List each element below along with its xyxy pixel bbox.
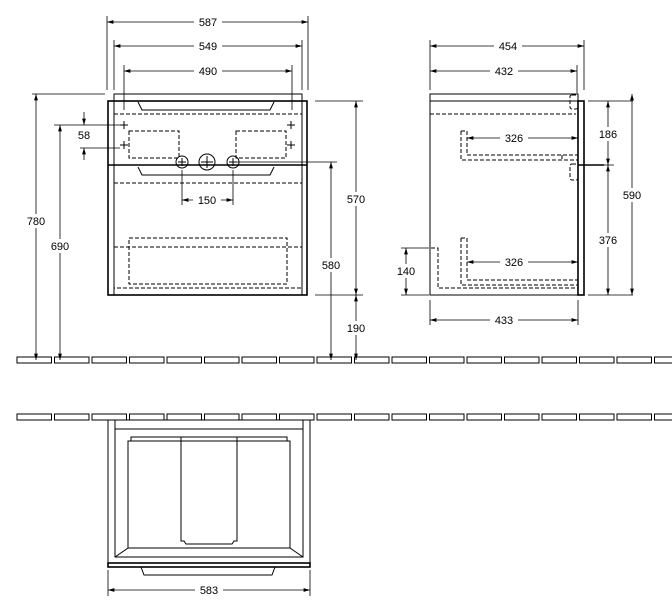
basin-top-side	[429, 93, 579, 102]
dim-454: 454	[499, 41, 517, 53]
dim-549: 549	[199, 41, 217, 53]
floor-tile	[654, 413, 672, 421]
dim-490: 490	[199, 66, 217, 78]
dim-570: 570	[347, 194, 365, 206]
mounting-holes	[120, 121, 295, 149]
handle-upper	[137, 101, 275, 111]
floor-tile	[316, 356, 352, 364]
dim-376: 376	[599, 235, 617, 247]
dim-433: 433	[495, 315, 513, 327]
floor-tile	[129, 413, 165, 421]
floor-tile	[579, 356, 615, 364]
floor-tile	[504, 356, 540, 364]
door-front	[577, 100, 585, 296]
floor-tile	[54, 413, 90, 421]
floor-tile	[16, 413, 52, 421]
dim-326-upper: 326	[505, 133, 523, 145]
floor-tile	[241, 356, 277, 364]
dim-432: 432	[495, 66, 513, 78]
floor-tile	[579, 413, 615, 421]
wall-line-plan	[16, 413, 672, 421]
dim-186: 186	[599, 129, 617, 141]
floor-tile	[541, 356, 577, 364]
dim-583: 583	[200, 585, 218, 597]
floor-tile	[654, 356, 672, 364]
plinth	[430, 247, 578, 296]
floor-tile	[16, 356, 52, 364]
dim-780: 780	[27, 216, 45, 228]
plan-view: 583	[107, 419, 311, 597]
floor-tile	[204, 413, 240, 421]
floor-tile	[354, 356, 390, 364]
floor-tile	[391, 413, 427, 421]
floor-tile	[166, 356, 202, 364]
floor-tile	[279, 413, 315, 421]
cabinet-body	[107, 100, 308, 296]
dim-580: 580	[322, 260, 340, 272]
floor-tile	[429, 356, 465, 364]
floor-tile	[466, 356, 502, 364]
handle-lower	[137, 166, 275, 176]
floor-tile	[616, 413, 652, 421]
front-view: 587 549 490 780 690 58 150 570 580 190	[22, 15, 370, 360]
floor-tile	[241, 413, 277, 421]
dim-590: 590	[623, 190, 641, 202]
floor-tile	[166, 413, 202, 421]
dim-150: 150	[198, 195, 216, 207]
dim-690: 690	[51, 241, 69, 253]
lower-drawer	[460, 237, 578, 286]
floor-tile	[129, 356, 165, 364]
basin-top	[113, 93, 303, 102]
handle-plan	[140, 566, 276, 576]
floor-tile	[616, 356, 652, 364]
floor-tile	[541, 413, 577, 421]
dim-190: 190	[347, 323, 365, 335]
floor-tile	[429, 413, 465, 421]
floor-tile	[354, 413, 390, 421]
floor-tile	[91, 413, 127, 421]
floor-tile	[466, 413, 502, 421]
dim-587: 587	[199, 17, 217, 29]
floor-tile	[204, 356, 240, 364]
dim-140: 140	[397, 266, 415, 278]
floor-tile	[391, 356, 427, 364]
floor-tile	[316, 413, 352, 421]
floor-tile	[91, 356, 127, 364]
side-view: 454 432 433 326 326 186 376 590 140	[394, 39, 646, 327]
floor-line-front	[16, 356, 672, 364]
dim-58: 58	[78, 130, 90, 142]
siphon-cutout	[180, 441, 238, 545]
dim-326-lower: 326	[505, 257, 523, 269]
tap-holes	[175, 153, 240, 171]
floor-tile	[54, 356, 90, 364]
floor-tile	[279, 356, 315, 364]
upper-drawer	[460, 130, 578, 161]
floor-tile	[504, 413, 540, 421]
